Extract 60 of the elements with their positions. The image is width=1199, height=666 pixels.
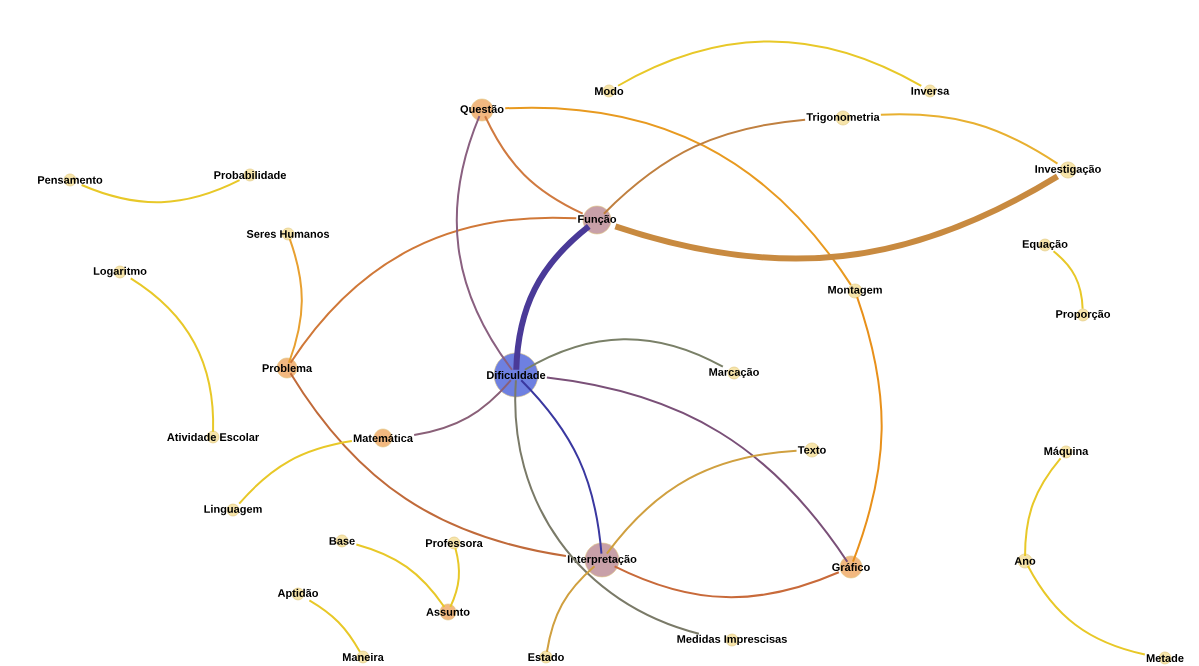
concept-node: Inversa <box>911 84 950 98</box>
connector <box>605 449 798 555</box>
concept-node: Estado <box>528 650 564 664</box>
connector <box>514 379 700 635</box>
concept-node: Investigação <box>1035 161 1101 179</box>
connector <box>1052 250 1084 310</box>
concept-node: Proporção <box>1056 308 1111 322</box>
connector <box>1024 457 1062 557</box>
connector <box>413 379 512 437</box>
concept-node: Marcação <box>709 366 759 380</box>
concept-node: Linguagem <box>204 503 262 517</box>
connector <box>289 372 567 557</box>
connector <box>289 216 578 364</box>
connector <box>449 547 460 608</box>
connector <box>80 179 241 204</box>
connector <box>1026 565 1146 656</box>
connector <box>308 599 361 653</box>
concept-node: Problema <box>262 357 313 379</box>
concept-node: Atividade Escolar <box>167 430 259 444</box>
concept-node: Probabilidade <box>214 168 286 182</box>
connector <box>852 296 883 563</box>
concept-node: Logaritmo <box>93 265 147 279</box>
concept-node: Questão <box>460 98 504 122</box>
connector <box>238 440 353 505</box>
concept-node: Metade <box>1146 651 1184 665</box>
concept-node: Pensamento <box>38 173 103 187</box>
connector <box>287 238 303 364</box>
connector <box>545 565 596 653</box>
concept-node: Máquina <box>1044 445 1089 459</box>
connector <box>455 115 513 371</box>
concept-node: Função <box>578 205 617 235</box>
connector <box>355 543 446 608</box>
concept-node: Equação <box>1022 238 1068 252</box>
connector <box>129 277 215 433</box>
concept-node: Montagem <box>828 283 882 299</box>
concept-node: Interpretação <box>567 542 637 578</box>
connector <box>879 113 1059 165</box>
connector <box>523 338 724 371</box>
concept-node: Seres Humanos <box>246 227 330 241</box>
connector <box>614 173 1059 262</box>
connector <box>520 379 603 555</box>
connector <box>545 376 849 563</box>
concept-node: Trigonometria <box>806 110 880 126</box>
connector <box>602 118 807 215</box>
concept-node: Base <box>329 534 355 548</box>
concept-node: Matemática <box>353 428 413 448</box>
concept-node: Aptidão <box>277 587 319 601</box>
connector <box>613 565 840 599</box>
concept-node: Modo <box>595 84 624 98</box>
concept-node: Professora <box>426 536 483 550</box>
connector <box>513 224 591 370</box>
concept-node: Gráfico <box>832 555 870 579</box>
concept-node: Ano <box>1014 553 1036 569</box>
concept-node: Texto <box>797 442 826 458</box>
connector <box>484 115 584 215</box>
concept-node: Assunto <box>426 603 470 621</box>
concept-node: Medidas Imprescisas <box>677 633 787 647</box>
connector <box>617 40 923 87</box>
connector <box>504 106 852 286</box>
concept-node: Maneira <box>342 650 384 664</box>
